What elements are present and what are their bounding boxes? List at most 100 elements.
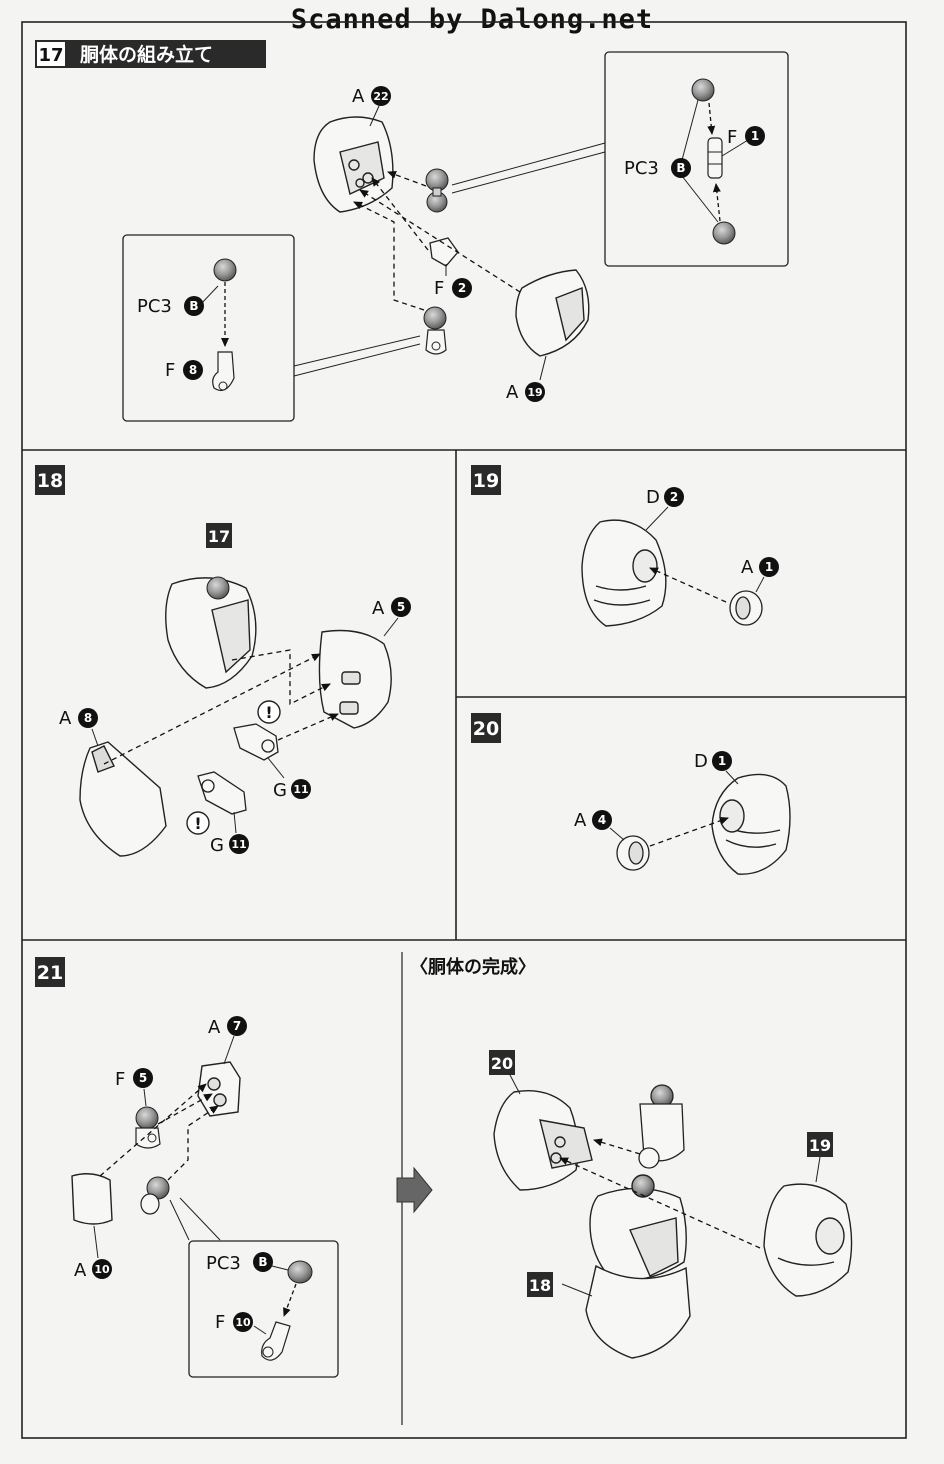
inset-step21-diagram bbox=[261, 1260, 313, 1361]
label-f1-prefix: F bbox=[727, 127, 737, 148]
label-a10-prefix: A bbox=[74, 1260, 87, 1281]
part-a4-ring bbox=[616, 835, 650, 871]
label-pc3b-top-prefix: PC3 bbox=[624, 158, 659, 179]
label-a4-badge bbox=[592, 810, 612, 830]
label-a8-num: 8 bbox=[84, 711, 92, 725]
label-pc3b-step21-badge bbox=[253, 1252, 273, 1272]
part-f5 bbox=[135, 1106, 161, 1149]
label-a1-prefix: A bbox=[741, 557, 754, 578]
step-17-title: 胴体の組み立て bbox=[79, 43, 213, 66]
label-f2-num: 2 bbox=[458, 281, 466, 295]
scan-watermark: Scanned by Dalong.net bbox=[290, 4, 654, 35]
label-pc3b-left-badge bbox=[184, 296, 204, 316]
label-a22-prefix: A bbox=[352, 86, 365, 107]
step-21-number: 21 bbox=[37, 962, 63, 984]
step-20-number-box bbox=[471, 713, 501, 743]
step-20: 20 D 1 A 4 bbox=[471, 713, 791, 875]
part-f8-ball-socket bbox=[423, 306, 447, 355]
label-f1-num: 1 bbox=[751, 129, 759, 143]
leader-ref-19 bbox=[815, 1156, 821, 1183]
step-20-number: 20 bbox=[473, 718, 499, 740]
label-a5-badge bbox=[391, 597, 411, 617]
label-f10-prefix: F bbox=[215, 1312, 225, 1333]
complete-title: 〈胴体の完成〉 bbox=[410, 956, 536, 978]
label-a5-prefix: A bbox=[372, 598, 385, 619]
complete-neck-joint bbox=[638, 1084, 685, 1169]
step-18-number: 18 bbox=[37, 470, 63, 492]
part-a19-torso-back bbox=[515, 269, 590, 357]
complete-shoulder-20 bbox=[493, 1090, 593, 1191]
complete-body-18 bbox=[585, 1174, 691, 1359]
label-g11b-num: 11 bbox=[231, 838, 246, 851]
step-21: 21 bbox=[35, 957, 339, 1378]
step-17-header-bg bbox=[35, 40, 266, 68]
label-g11b-prefix: G bbox=[210, 835, 224, 856]
leader-step21-inset-a bbox=[169, 1199, 190, 1241]
svg-text:!: ! bbox=[265, 703, 272, 722]
part-g11-lower bbox=[197, 771, 247, 815]
inset-step21 bbox=[188, 1240, 339, 1378]
warning-icon-upper: ! bbox=[257, 700, 281, 724]
label-f5-badge bbox=[133, 1068, 153, 1088]
complete-torso: 〈胴体の完成〉 20 19 18 bbox=[396, 956, 853, 1359]
inset-left-diagram bbox=[199, 258, 237, 391]
label-a22-num: 22 bbox=[373, 90, 388, 103]
label-d2-num: 2 bbox=[670, 490, 678, 504]
part-pc3b-step21 bbox=[140, 1176, 170, 1215]
leader-inset-left-a bbox=[293, 335, 421, 367]
label-f2-prefix: F bbox=[434, 278, 444, 299]
label-a7-prefix: A bbox=[208, 1017, 221, 1038]
label-pc3b-left-prefix: PC3 bbox=[137, 296, 172, 317]
step-21-number-box bbox=[35, 957, 65, 987]
label-f5-num: 5 bbox=[139, 1071, 147, 1085]
label-f8-badge bbox=[183, 360, 203, 380]
inset-top-diagram bbox=[681, 78, 749, 245]
label-a19-prefix: A bbox=[506, 382, 519, 403]
label-a19-num: 19 bbox=[527, 386, 542, 399]
label-g11a-badge bbox=[291, 779, 311, 799]
label-f1-badge bbox=[745, 126, 765, 146]
label-g11a-prefix: G bbox=[273, 780, 287, 801]
leader-ref-20 bbox=[509, 1074, 521, 1095]
step-19-number-box bbox=[471, 465, 501, 495]
step-18-ref-box bbox=[206, 523, 232, 548]
label-pc3b-step21-prefix: PC3 bbox=[206, 1253, 241, 1274]
part-a1-ring bbox=[729, 590, 763, 626]
step-18-number-box bbox=[35, 465, 65, 495]
label-d1-prefix: D bbox=[694, 751, 708, 772]
inset-ball-joint-left bbox=[122, 234, 295, 422]
label-pc3b-top-num: B bbox=[676, 161, 685, 175]
part-d1-shoulder bbox=[711, 773, 791, 875]
label-d1-num: 1 bbox=[718, 754, 726, 768]
leader-inset-left-b bbox=[293, 343, 421, 377]
inset-ball-joint-top bbox=[604, 51, 789, 267]
part-a8 bbox=[79, 741, 167, 857]
label-f10-num: 10 bbox=[235, 1316, 251, 1329]
label-a5-num: 5 bbox=[397, 600, 405, 614]
label-g11a-num: 11 bbox=[293, 783, 308, 796]
label-a8-prefix: A bbox=[59, 708, 72, 729]
label-pc3b-top-badge bbox=[671, 158, 691, 178]
complete-ref-19: 19 bbox=[809, 1136, 831, 1155]
complete-ref-20-box bbox=[489, 1050, 515, 1075]
label-a8-badge bbox=[78, 708, 98, 728]
label-f10-badge bbox=[233, 1312, 253, 1332]
label-g11b-badge bbox=[229, 834, 249, 854]
label-a22-badge bbox=[371, 86, 391, 106]
label-a10-badge bbox=[92, 1259, 112, 1279]
leader-step21-inset-b bbox=[179, 1197, 221, 1241]
label-a7-badge bbox=[227, 1016, 247, 1036]
part-g11-upper bbox=[233, 723, 279, 761]
part-d2-shoulder bbox=[581, 519, 667, 627]
step-19: 19 D 2 A 1 bbox=[471, 465, 779, 627]
label-a1-num: 1 bbox=[765, 560, 773, 574]
part-torso-from-17 bbox=[165, 576, 257, 689]
leader-inset-top-b bbox=[451, 151, 606, 194]
label-pc3b-step21-num: B bbox=[258, 1255, 267, 1269]
part-f2 bbox=[429, 237, 459, 267]
part-ball-joint bbox=[425, 168, 449, 213]
label-a19-badge bbox=[525, 382, 545, 402]
svg-text:!: ! bbox=[194, 814, 201, 833]
label-pc3b-left-num: B bbox=[189, 299, 198, 313]
